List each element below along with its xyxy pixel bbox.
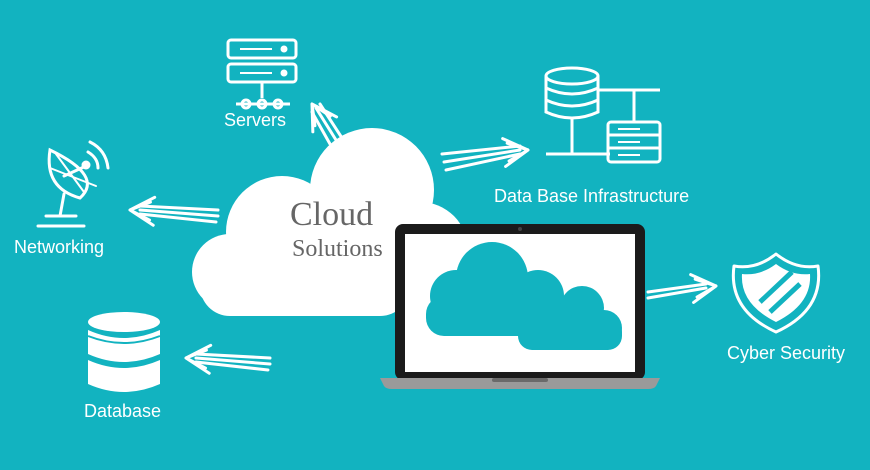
shield-icon	[731, 252, 821, 334]
satellite-dish-icon	[36, 140, 110, 228]
arrow-to-database	[183, 342, 272, 375]
screen-cloud-icon	[426, 242, 622, 350]
laptop-icon	[380, 224, 660, 389]
database-label: Database	[84, 401, 162, 421]
arrow-to-networking	[127, 194, 220, 227]
cloud-title: Cloud	[290, 196, 374, 233]
server-rack-icon	[226, 38, 298, 110]
arrow-to-cyber-security	[646, 270, 719, 304]
arrow-to-infrastructure	[440, 134, 531, 172]
servers-label: Servers	[224, 110, 287, 130]
database-icon	[87, 312, 161, 392]
arrow-to-servers	[298, 95, 344, 146]
infrastructure-label: Data Base Infrastructure	[494, 186, 690, 206]
networking-label: Networking	[14, 237, 105, 257]
cyber-security-label: Cyber Security	[727, 343, 846, 363]
database-infrastructure-icon	[544, 66, 662, 164]
cloud-subtitle: Solutions	[292, 236, 383, 262]
